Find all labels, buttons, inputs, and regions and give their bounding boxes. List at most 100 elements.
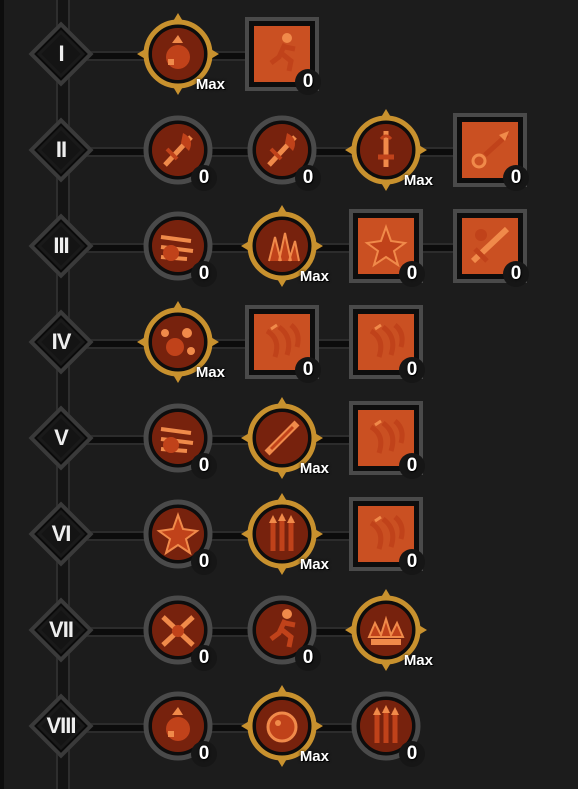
skill-rank: 0 [399, 453, 425, 479]
skill-node-fire[interactable]: 0 [137, 685, 219, 767]
skill-rank: Max [403, 652, 433, 669]
skill-rank: Max [299, 268, 329, 285]
orb-icon [241, 685, 323, 767]
skill-node-axe[interactable]: 0 [137, 109, 219, 191]
tier-badge: I [26, 19, 96, 89]
skill-rank: Max [299, 460, 329, 477]
skill-rank: 0 [191, 549, 217, 575]
skill-rank: 0 [295, 357, 321, 383]
skill-node-sword[interactable]: Max [345, 109, 433, 191]
tier-connector [80, 435, 392, 445]
tier-row: IV Max 0 0 [0, 301, 578, 397]
tier-connector [80, 723, 392, 733]
skill-node-claw[interactable]: 0 [345, 493, 427, 575]
runner-icon [247, 595, 317, 665]
fire-icon [143, 691, 213, 761]
skill-node-claw[interactable]: 0 [241, 301, 323, 383]
skill-rank: 0 [503, 165, 529, 191]
skill-node-runner[interactable]: 0 [241, 589, 323, 671]
tier-row: III 0 Max [0, 205, 578, 301]
sword-icon [345, 109, 427, 191]
tier-row: VII 0 0 [0, 589, 578, 685]
skill-rank: 0 [399, 549, 425, 575]
tier-badge: VIII [26, 691, 96, 761]
skill-rank: 0 [399, 357, 425, 383]
skill-rank: Max [195, 364, 225, 381]
skill-node-blade[interactable]: Max [241, 397, 329, 479]
skill-rank: 0 [295, 69, 321, 95]
skill-node-orb[interactable]: Max [241, 685, 329, 767]
tier-badge: IV [26, 307, 96, 377]
skill-node-dash[interactable]: 0 [137, 205, 219, 287]
skill-rank: Max [299, 748, 329, 765]
skill-rank: 0 [399, 741, 425, 767]
tier-row: I Max 0 [0, 13, 578, 109]
skill-rank: 0 [295, 165, 321, 191]
tier-label: I [58, 41, 64, 66]
skill-node-arrows[interactable]: 0 [345, 685, 427, 767]
skill-rank: 0 [191, 261, 217, 287]
skill-node-throw[interactable]: 0 [449, 109, 531, 191]
skill-rank: Max [299, 556, 329, 573]
tier-label: V [54, 425, 69, 450]
skill-rank: 0 [399, 261, 425, 287]
tier-label: IV [51, 329, 72, 354]
skill-node-slash[interactable]: 0 [449, 205, 531, 287]
tier-connector [80, 531, 392, 541]
tier-badge: V [26, 403, 96, 473]
tier-badge: VII [26, 595, 96, 665]
skill-node-claw[interactable]: 0 [345, 301, 427, 383]
skill-node-star[interactable]: 0 [137, 493, 219, 575]
tier-connector [80, 339, 392, 349]
tier-spine [56, 0, 70, 789]
tier-label: VII [49, 617, 74, 642]
tier-row: II 0 0 [0, 109, 578, 205]
tier-row: V 0 Max [0, 397, 578, 493]
axe-icon [247, 115, 317, 185]
skill-rank: 0 [191, 453, 217, 479]
skill-rank: 0 [503, 261, 529, 287]
blade-icon [241, 397, 323, 479]
skill-rank: Max [403, 172, 433, 189]
burst-icon [137, 301, 219, 383]
tier-label: III [53, 233, 69, 258]
crown-icon [345, 589, 427, 671]
spikes-icon [241, 205, 323, 287]
panel-border [0, 0, 4, 789]
tier-row: VIII 0 Max [0, 685, 578, 781]
skill-rank: 0 [191, 645, 217, 671]
tier-row: VI 0 Max [0, 493, 578, 589]
dash-icon [143, 403, 213, 473]
skill-node-arrows[interactable]: Max [241, 493, 329, 575]
skill-rank: Max [195, 76, 225, 93]
tier-label: VI [51, 521, 72, 546]
skill-node-burst[interactable]: Max [137, 301, 225, 383]
skill-node-fire[interactable]: Max [137, 13, 225, 95]
skill-node-star[interactable]: 0 [345, 205, 427, 287]
skill-node-dash[interactable]: 0 [137, 397, 219, 479]
skill-rank: 0 [191, 741, 217, 767]
skill-node-crown[interactable]: Max [345, 589, 433, 671]
skill-node-spikes[interactable]: Max [241, 205, 329, 287]
arrows-icon [351, 691, 421, 761]
tier-badge: VI [26, 499, 96, 569]
axe-icon [143, 115, 213, 185]
star-icon [143, 499, 213, 569]
skill-node-axe[interactable]: 0 [241, 109, 323, 191]
tier-badge: III [26, 211, 96, 281]
arrows-icon [241, 493, 323, 575]
cross-icon [143, 595, 213, 665]
skill-node-claw[interactable]: 0 [345, 397, 427, 479]
tier-badge: II [26, 115, 96, 185]
skill-node-runner[interactable]: 0 [241, 13, 323, 95]
fire-icon [137, 13, 219, 95]
dash-icon [143, 211, 213, 281]
skill-node-cross[interactable]: 0 [137, 589, 219, 671]
tier-connector [80, 627, 392, 637]
tier-label: VIII [46, 713, 76, 738]
skill-rank: 0 [295, 645, 321, 671]
slash-icon [453, 209, 527, 283]
tier-label: II [55, 137, 67, 162]
claw-icon [349, 305, 423, 379]
